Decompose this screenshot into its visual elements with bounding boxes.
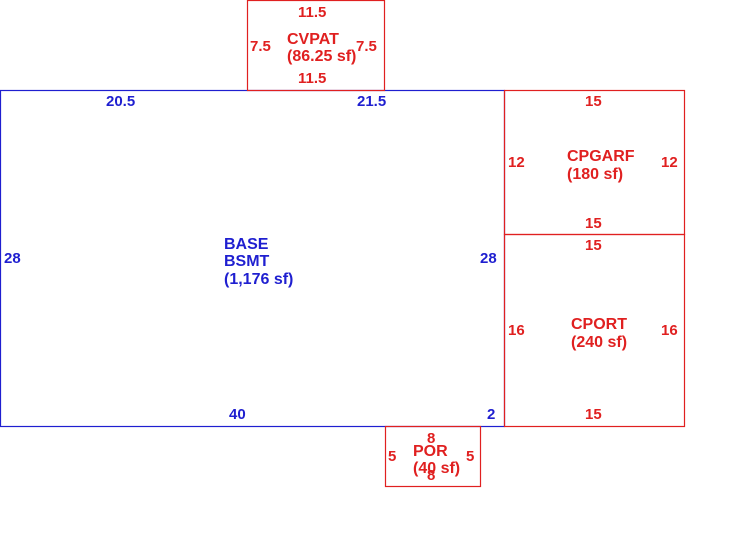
- por-dim-left: 5: [388, 448, 396, 465]
- cvpat-dim-top: 11.5: [298, 4, 326, 21]
- cpgarf-dim-left: 12: [508, 154, 525, 171]
- cvpat-dim-left: 7.5: [250, 38, 271, 55]
- base-dim-top-left: 20.5: [106, 93, 135, 110]
- cvpat-area-size: (86.25 sf): [287, 48, 356, 65]
- cport-area-size: (240 sf): [571, 334, 627, 351]
- cvpat-dim-bottom: 11.5: [298, 70, 326, 87]
- base-name-line2: BSMT: [224, 253, 270, 270]
- cvpat-outline: [246, 0, 386, 92]
- cport-dim-right: 16: [661, 322, 678, 339]
- base-dim-right: 28: [480, 250, 497, 267]
- base-dim-bottom: 40: [229, 406, 246, 423]
- cport-dim-left: 16: [508, 322, 525, 339]
- cpgarf-name: CPGARF: [567, 148, 635, 165]
- cpgarf-dim-top: 15: [585, 93, 602, 110]
- cpgarf-area-size: (180 sf): [567, 166, 623, 183]
- cvpat-name: CVPAT: [287, 31, 339, 48]
- cport-dim-bottom: 15: [585, 406, 602, 423]
- por-dim-top: 8: [427, 430, 435, 447]
- cport-outline: [503, 233, 686, 428]
- por-dim-bottom: 8: [427, 467, 435, 484]
- cport-dim-top: 15: [585, 237, 602, 254]
- cpgarf-dim-bottom: 15: [585, 215, 602, 232]
- cpgarf-dim-right: 12: [661, 154, 678, 171]
- por-area-size: (40 sf): [413, 460, 460, 477]
- cvpat-dim-right: 7.5: [356, 38, 377, 55]
- base-dim-top-right: 21.5: [357, 93, 386, 110]
- por-outline: [384, 425, 482, 488]
- por-dim-right: 5: [466, 448, 474, 465]
- por-name: POR: [413, 443, 448, 460]
- cport-name: CPORT: [571, 316, 627, 333]
- base-area-size: (1,176 sf): [224, 271, 293, 288]
- base-dim-bottom-corner: 2: [487, 406, 495, 423]
- base-name-line1: BASE: [224, 236, 269, 253]
- base-dim-left: 28: [4, 250, 21, 267]
